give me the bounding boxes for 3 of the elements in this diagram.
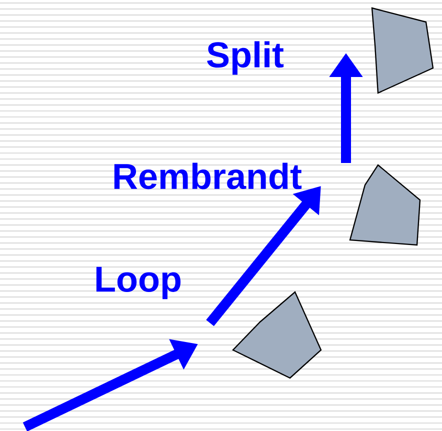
- step-label: Loop: [96, 266, 181, 300]
- step-label: Rembrandt: [114, 162, 302, 190]
- step-label: Split: [207, 41, 284, 75]
